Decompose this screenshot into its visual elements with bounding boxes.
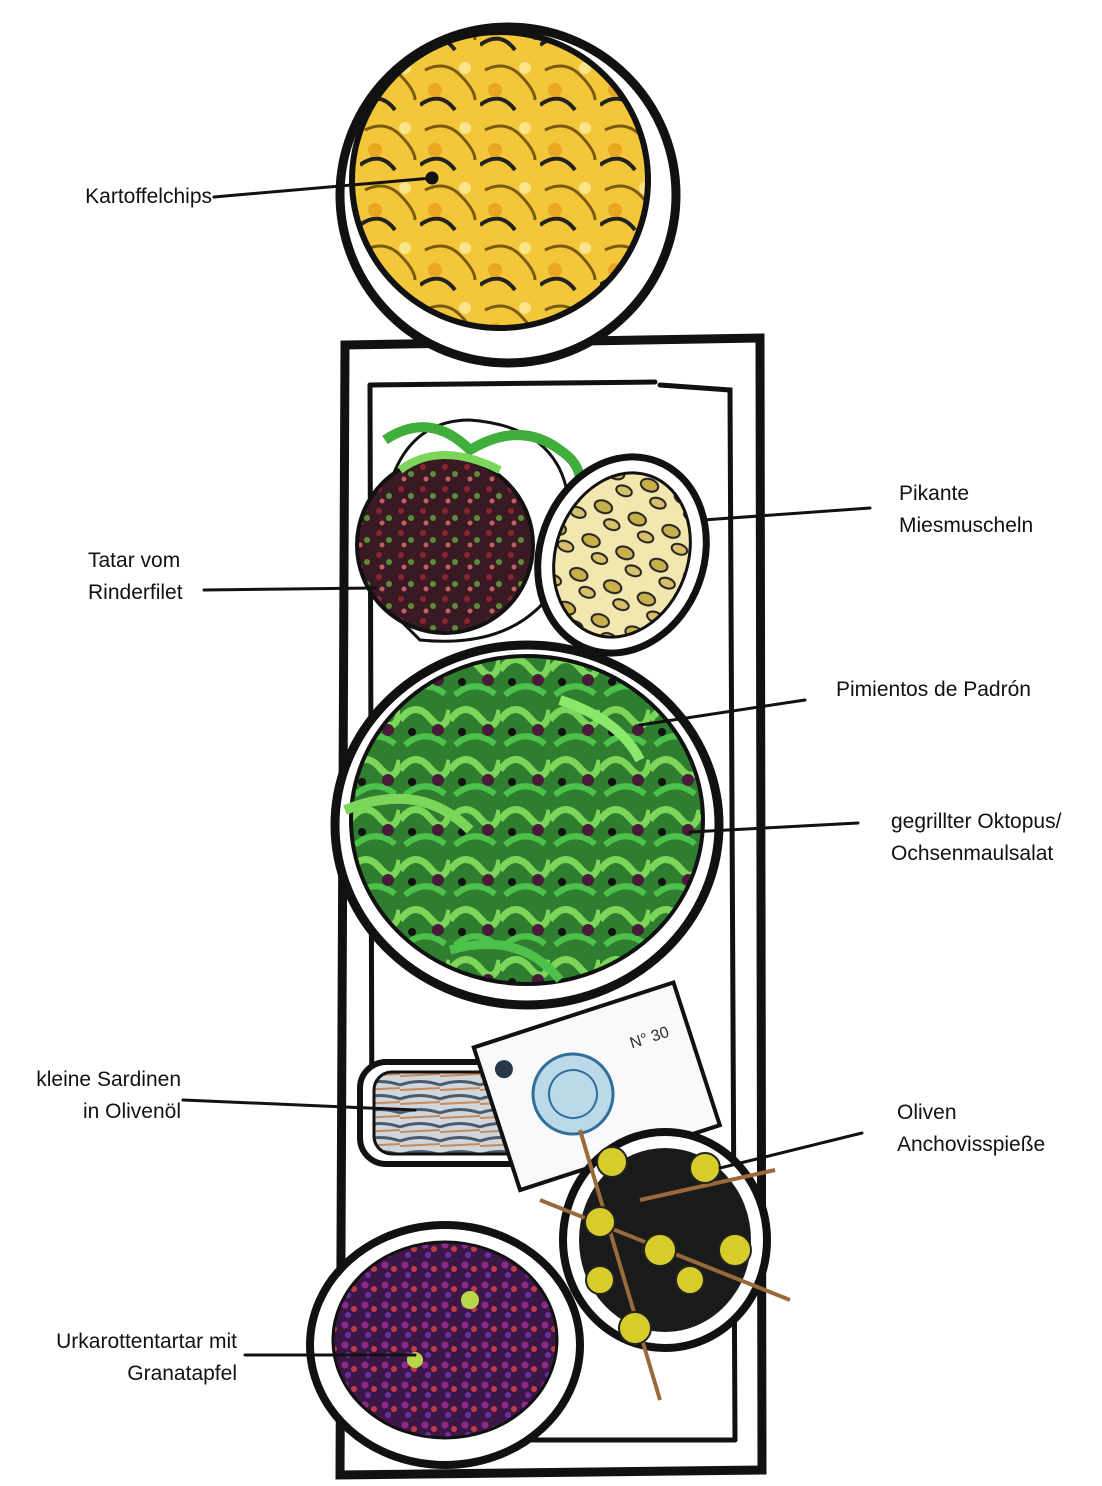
label-tatar-line2: Rinderfilet <box>88 577 183 609</box>
label-urkarotten-line2: Granatapfel <box>5 1358 237 1390</box>
label-oliven-line1: Oliven <box>897 1097 1045 1129</box>
label-sardinen: kleine Sardinen in Olivenöl <box>5 1064 181 1128</box>
label-sardinen-line1: kleine Sardinen <box>5 1064 181 1096</box>
label-oktopus-line2: Ochsenmaulsalat <box>891 838 1061 870</box>
label-oktopus: gegrillter Oktopus/ Ochsenmaulsalat <box>891 806 1061 870</box>
label-miesmuscheln-line2: Miesmuscheln <box>899 510 1033 542</box>
label-oktopus-line1: gegrillter Oktopus/ <box>891 806 1061 838</box>
label-oliven: Oliven Anchovisspieße <box>897 1097 1045 1161</box>
label-tatar-line1: Tatar vom <box>88 545 183 577</box>
label-urkarotten: Urkarottentartar mit Granatapfel <box>5 1326 237 1390</box>
label-pimientos: Pimientos de Padrón <box>836 674 1031 706</box>
label-tatar: Tatar vom Rinderfilet <box>88 545 183 609</box>
label-pimientos-line1: Pimientos de Padrón <box>836 674 1031 706</box>
label-oliven-line2: Anchovisspieße <box>897 1129 1045 1161</box>
label-miesmuscheln: Pikante Miesmuscheln <box>899 478 1033 542</box>
label-urkarotten-line1: Urkarottentartar mit <box>5 1326 237 1358</box>
urkarottentartar-bowl <box>310 1225 580 1465</box>
oktopus-salat-bowl <box>335 645 719 1005</box>
label-miesmuscheln-line1: Pikante <box>899 478 1033 510</box>
label-kartoffelchips: Kartoffelchips <box>20 181 212 213</box>
kartoffelchips-bowl <box>340 27 676 363</box>
label-kartoffelchips-line1: Kartoffelchips <box>20 181 212 213</box>
label-sardinen-line2: in Olivenöl <box>5 1096 181 1128</box>
